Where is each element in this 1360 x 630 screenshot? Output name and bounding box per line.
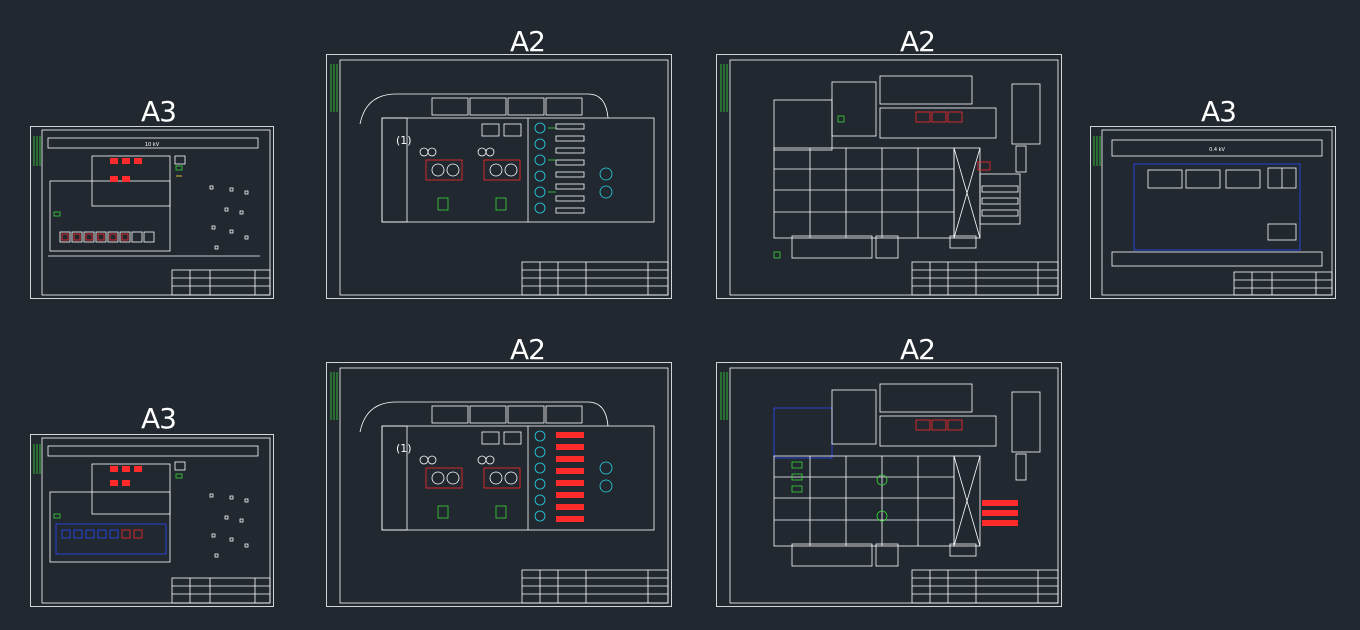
drawing-sheet-a2-1[interactable]: (1) (326, 54, 672, 299)
sheet-size-label-s6: A2 (510, 333, 546, 366)
svg-text:10 kV: 10 kV (145, 142, 160, 148)
svg-text:(1): (1) (396, 134, 412, 147)
drawing-sheet-a3-3[interactable] (30, 434, 274, 607)
sheet-size-label-s5: A3 (141, 402, 177, 435)
svg-text:(1): (1) (396, 442, 412, 455)
drawing-sheet-a2-4[interactable] (716, 362, 1062, 607)
sheet-size-label-s7: A2 (900, 333, 936, 366)
svg-text:0.4 kV: 0.4 kV (1209, 147, 1225, 153)
drawing-sheet-a3-1[interactable]: 10 kV (30, 126, 274, 299)
drawing-sheet-a2-2[interactable] (716, 54, 1062, 299)
sheet-size-label-s4: A3 (1201, 95, 1237, 128)
sheet-size-label-s2: A2 (510, 25, 546, 58)
drawing-sheet-a2-3[interactable]: (1) (326, 362, 672, 607)
sheet-size-label-s3: A2 (900, 25, 936, 58)
sheet-size-label-s1: A3 (141, 95, 177, 128)
drawing-sheet-a3-2[interactable]: 0.4 kV (1090, 126, 1336, 299)
